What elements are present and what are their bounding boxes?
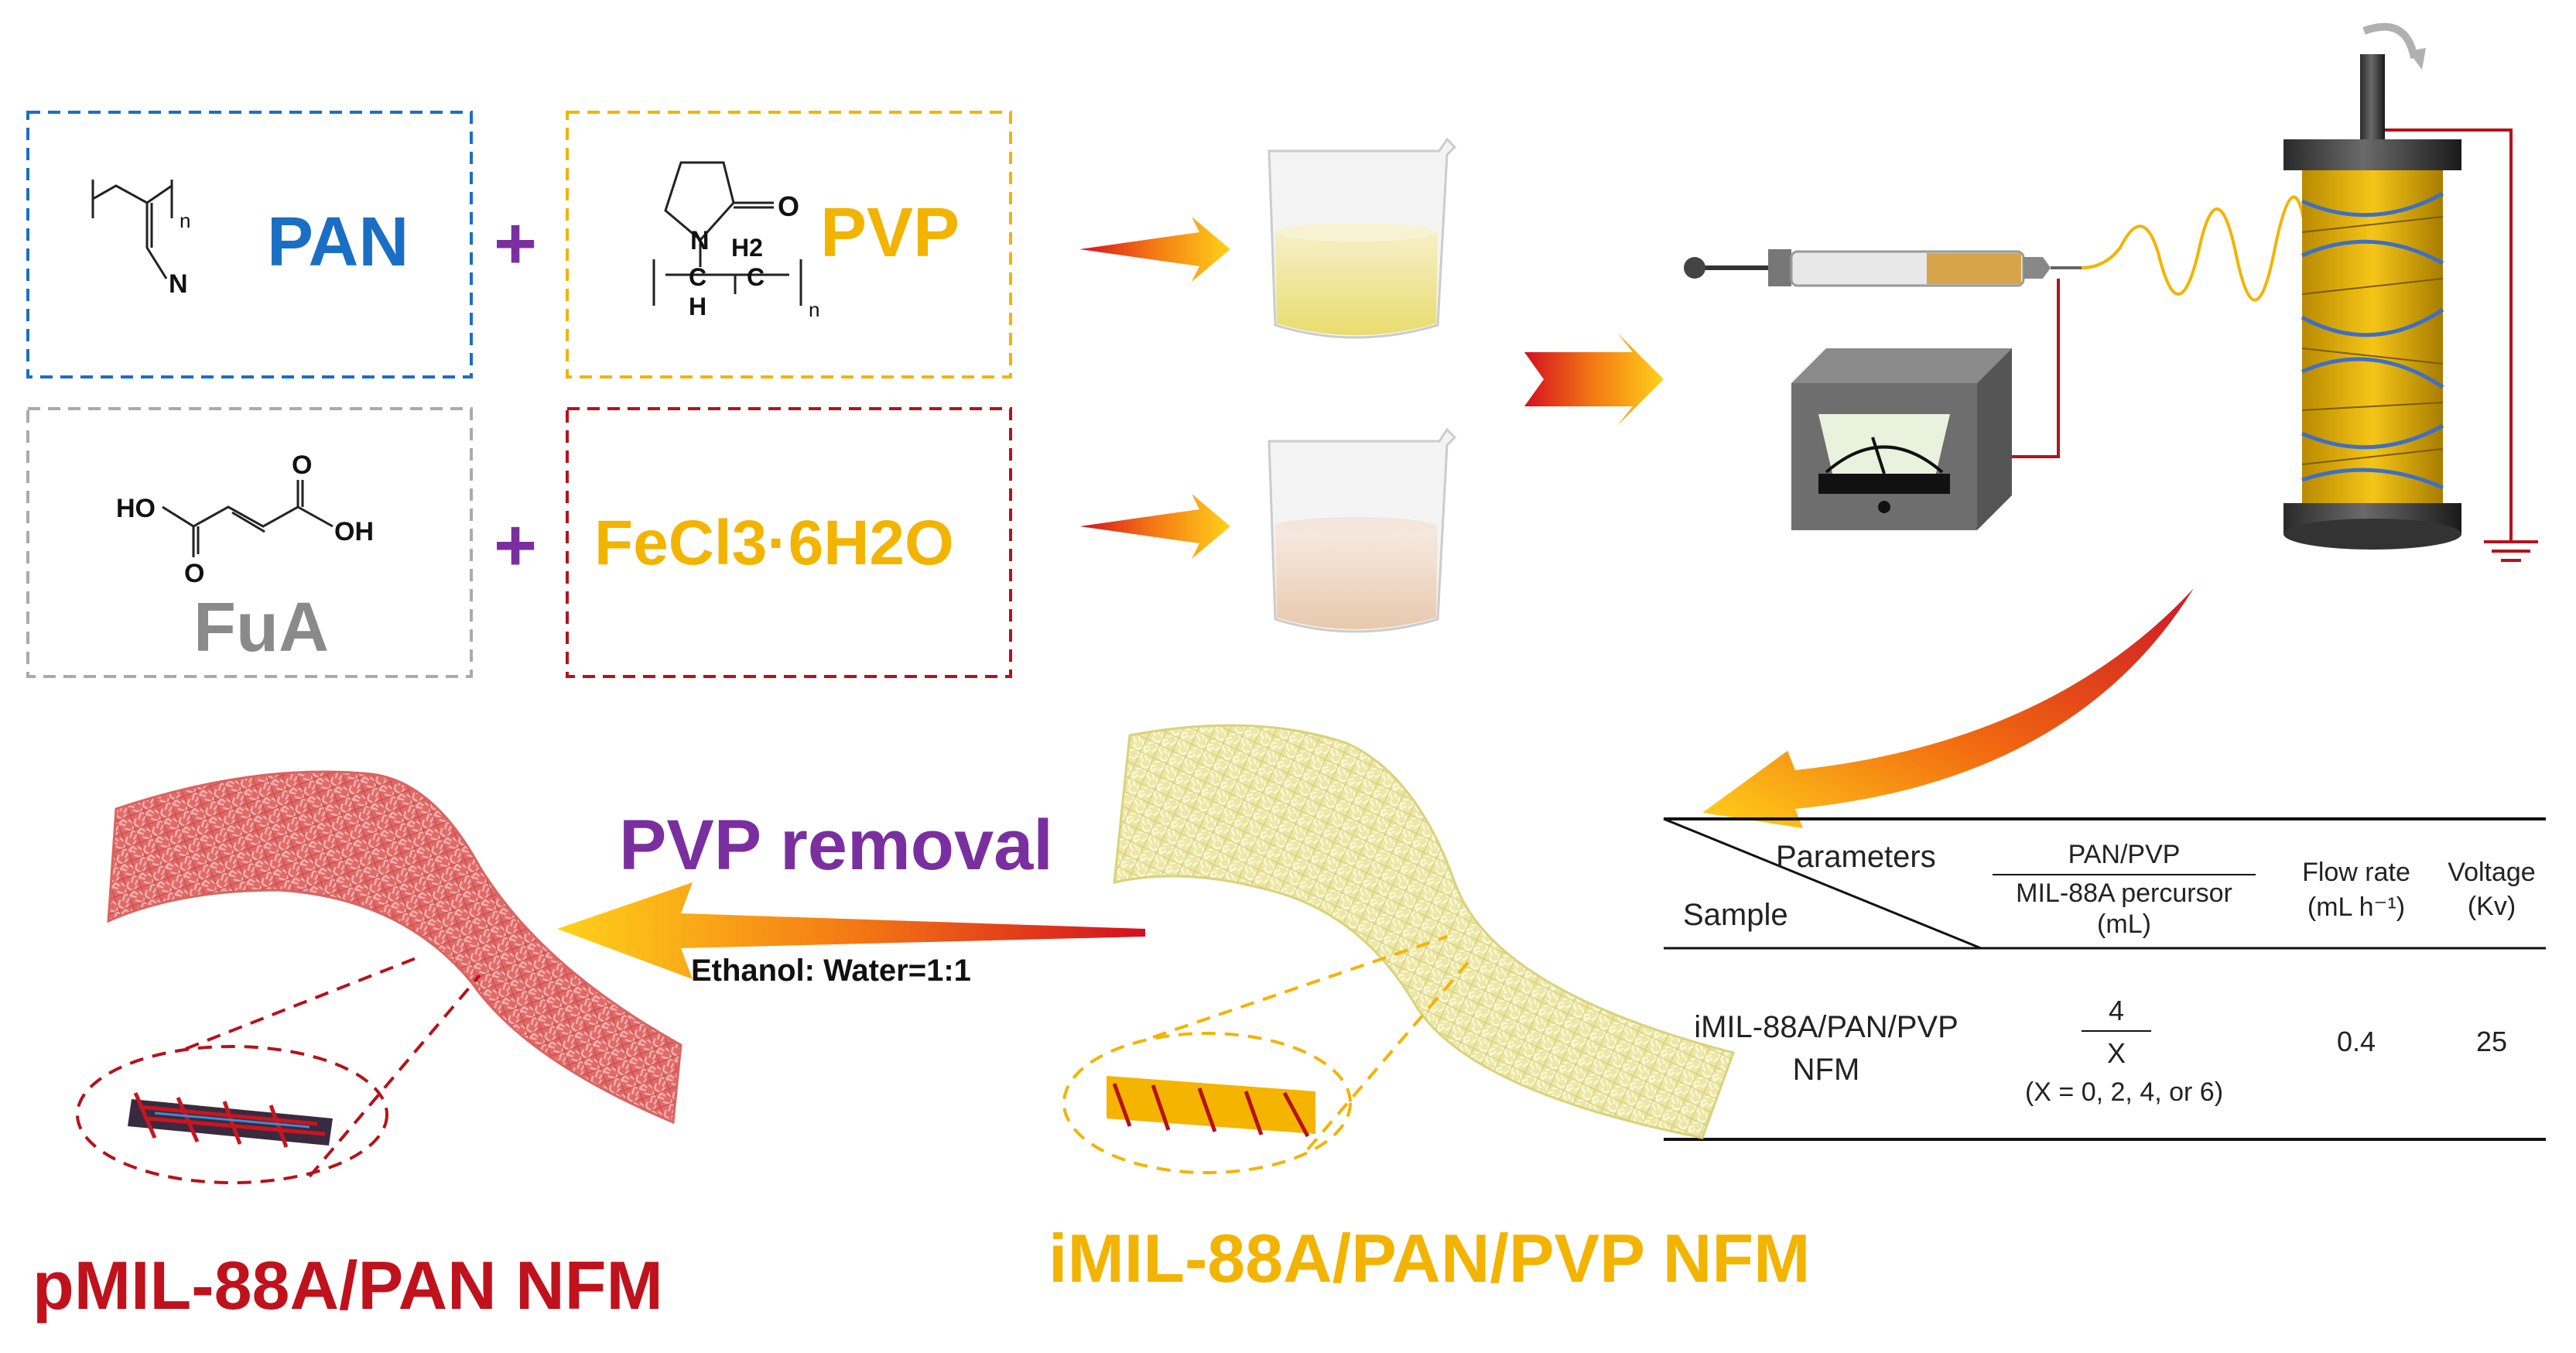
pvp-structure: [654, 163, 801, 306]
table-row-voltage: 25: [2430, 1026, 2554, 1058]
table-row-fraction-top: 4: [2082, 995, 2151, 1027]
table-header-voltage: Voltage: [2430, 858, 2554, 888]
table-header-parameters: Parameters: [1776, 840, 1936, 875]
fua-label: FuA: [193, 588, 329, 668]
pvp-h: H: [689, 293, 706, 321]
arrow-beakers-to-electrospin: [1524, 333, 1664, 426]
pvp-h2: H2: [731, 234, 763, 262]
pvp-n-subscript: n: [809, 298, 819, 322]
solvent-label: Ethanol: Water=1:1: [691, 954, 971, 988]
pan-structure: [93, 180, 172, 279]
fecl3-label: FeCl3·6H2O: [594, 507, 954, 580]
pvp-c-2: C: [747, 263, 765, 292]
pvp-removal-label: PVP removal: [619, 805, 1053, 886]
beaker-pan-pvp: [1269, 139, 1455, 337]
table-header-sample: Sample: [1683, 898, 1788, 933]
arrow-pan-pvp-to-beaker: [1079, 217, 1230, 282]
wires: [2012, 130, 2538, 560]
table-header-flow: Flow rate: [2279, 858, 2434, 888]
table-row-note: (X = 0, 2, 4, or 6): [1993, 1077, 2256, 1108]
fua-o-bottom: O: [184, 559, 204, 589]
fua-o-top: O: [292, 450, 312, 481]
imil-product-label: iMIL-88A/PAN/PVP NFM: [1049, 1219, 1810, 1298]
pan-label: PAN: [267, 203, 409, 283]
table-row-sample-line1: iMIL-88A/PAN/PVP: [1656, 1010, 1996, 1045]
pan-n-subscript: n: [180, 209, 190, 233]
table-header-voltage-unit: (Kv): [2430, 892, 2554, 922]
pvp-label: PVP: [820, 194, 960, 273]
jet: [2082, 197, 2306, 300]
table-header-flow-unit: (mL h⁻¹): [2279, 892, 2434, 923]
high-voltage-supply: [1791, 348, 2012, 530]
arrow-fua-fecl3-to-beaker: [1079, 494, 1230, 559]
syringe: [1684, 249, 2082, 286]
fua-structure: [162, 480, 333, 557]
rotating-collector: [2284, 27, 2461, 550]
table-row-sample-line2: NFM: [1656, 1053, 1996, 1088]
table-row-fraction-bottom: X: [2082, 1037, 2151, 1070]
table-header-ratio-unit: (mL): [1993, 909, 2256, 940]
pmil-product-label: pMIL-88A/PAN NFM: [32, 1246, 663, 1325]
imil-membrane: [1114, 725, 1733, 1138]
plus-sign-1: +: [494, 201, 537, 286]
pan-nitrile-n: N: [169, 269, 188, 300]
plus-sign-2: +: [494, 503, 537, 588]
table-header-ratio-bottom: MIL-88A percursor: [1981, 879, 2267, 909]
pvp-c-1: C: [689, 263, 706, 292]
pvp-ring-n: N: [690, 226, 710, 256]
table-header-ratio-top: PAN/PVP: [1993, 840, 2256, 870]
fua-ho: HO: [116, 494, 156, 524]
arrow-collector-to-table: [1702, 588, 2194, 828]
beaker-fua-fecl3: [1269, 430, 1455, 632]
pvp-carbonyl-o: O: [778, 190, 799, 223]
table-row-flow: 0.4: [2279, 1026, 2434, 1058]
fua-oh: OH: [334, 517, 374, 547]
pmil-membrane: [108, 772, 681, 1122]
pmil-fiber-inset: [77, 956, 480, 1183]
